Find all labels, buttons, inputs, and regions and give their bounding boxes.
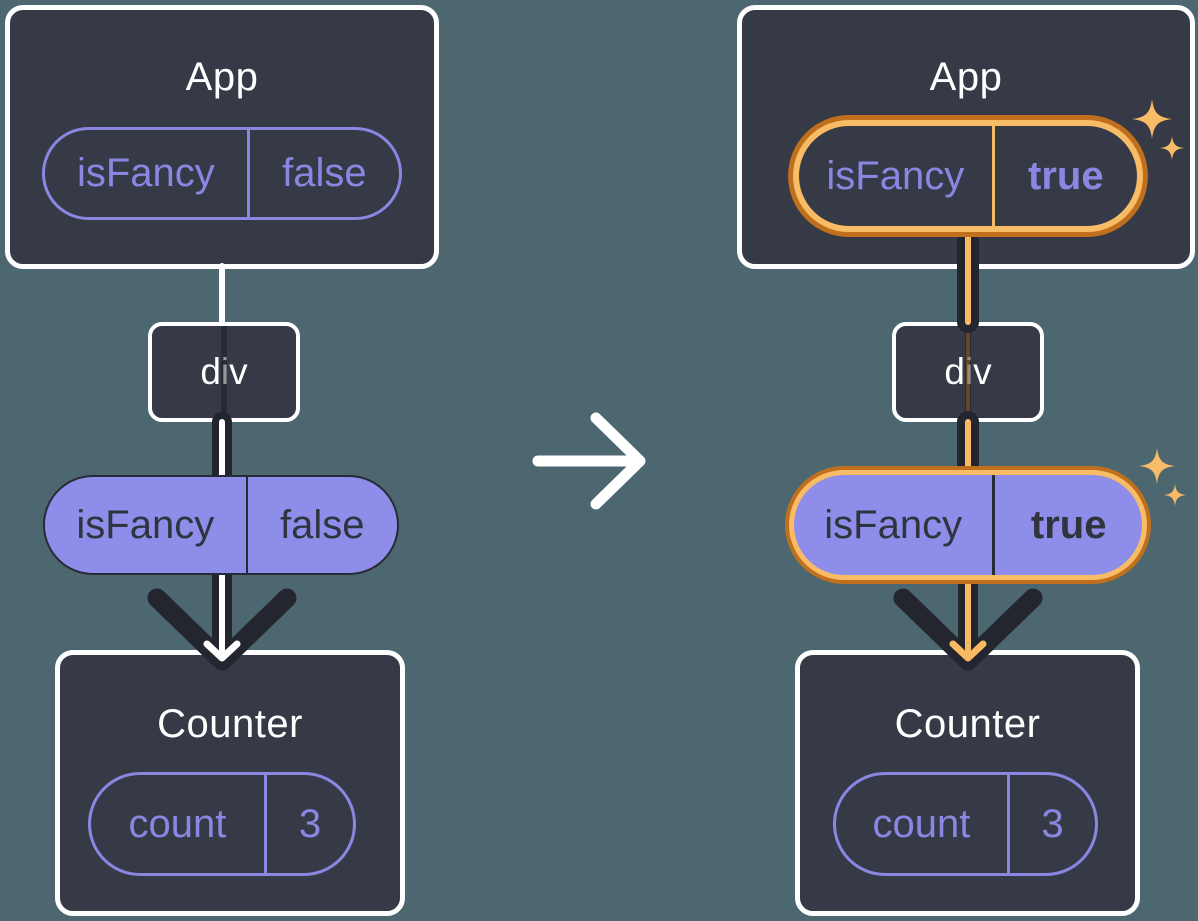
transition-arrow-icon [532, 412, 646, 510]
state-pill-app-before: isFancy false [42, 127, 402, 220]
prop-pill-after: isFancy true [789, 470, 1147, 580]
app-title-before: App [185, 55, 259, 99]
state-pill-counter-after: count 3 [833, 772, 1098, 876]
counter-title-before: Counter [157, 702, 303, 746]
state-value: 3 [263, 775, 353, 873]
div-node-after: div [892, 322, 1044, 422]
state-key: count [872, 801, 971, 846]
prop-value: false [245, 477, 397, 573]
flow-arrow-after-icon [893, 217, 1043, 671]
sparkles-prop-icon [1139, 448, 1186, 506]
prop-key: isFancy [76, 502, 215, 547]
state-key: isFancy [76, 151, 215, 195]
div-node-before: div [148, 322, 300, 422]
prop-pill-before: isFancy false [43, 475, 399, 575]
state-key: isFancy [826, 153, 965, 198]
state-value: 3 [1006, 775, 1095, 873]
prop-key: isFancy [824, 502, 963, 547]
counter-title-after: Counter [894, 702, 1041, 746]
flow-trace [221, 326, 227, 418]
state-value: true [991, 126, 1137, 226]
flow-trace [965, 326, 971, 418]
state-key: count [128, 801, 227, 846]
div-label-before: div [200, 351, 248, 392]
flow-trace-core [966, 326, 970, 418]
state-pill-counter-before: count 3 [88, 772, 356, 876]
prop-value: true [992, 475, 1142, 575]
state-value: false [246, 130, 399, 217]
div-label-after: div [944, 351, 992, 392]
state-pill-app-after: isFancy true [793, 120, 1143, 232]
app-title-after: App [929, 55, 1003, 99]
